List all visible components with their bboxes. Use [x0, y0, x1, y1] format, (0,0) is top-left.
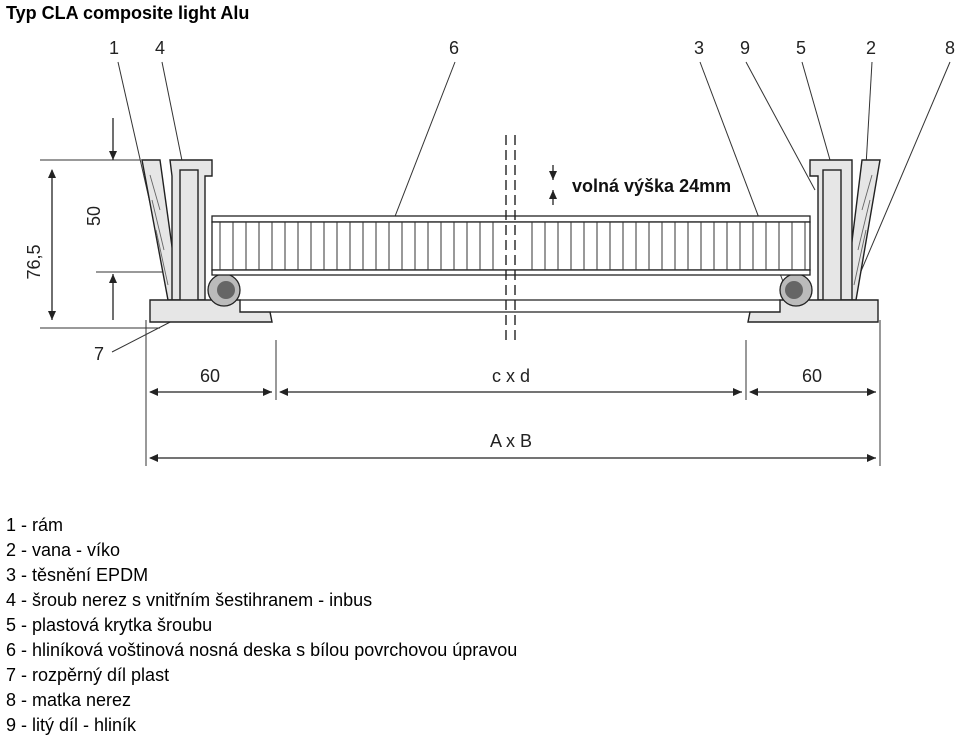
legend-item: 6 - hliníková voštinová nosná deska s bí… [6, 640, 518, 660]
legend-item: 1 - rám [6, 515, 64, 535]
callout-7: 7 [94, 344, 104, 364]
legend-item: 8 - matka nerez [6, 690, 132, 710]
legend-item: 4 - šroub nerez s vnitřním šestihranem -… [6, 590, 373, 610]
frame-right [747, 159, 881, 323]
cross-section-drawing: 1 4 6 3 9 5 2 8 7 76,5 50 [24, 38, 955, 466]
dim-height-total: 76,5 [24, 244, 44, 279]
callout-3: 3 [694, 38, 704, 58]
dim-height-inner: 50 [84, 206, 104, 226]
center-break [505, 135, 516, 340]
dim-side-right: 60 [802, 366, 822, 386]
legend-list: 1 - rám 2 - vana - víko 3 - těsnění EPDM… [6, 513, 517, 738]
legend-item: 7 - rozpěrný díl plast [6, 665, 170, 685]
dim-overall: A x B [490, 431, 532, 451]
legend-item: 5 - plastová krytka šroubu [6, 615, 213, 635]
page-title: Typ CLA composite light Alu [6, 3, 250, 23]
legend-item: 3 - těsnění EPDM [6, 565, 149, 585]
callout-5: 5 [796, 38, 806, 58]
callout-9: 9 [740, 38, 750, 58]
callout-1: 1 [109, 38, 119, 58]
legend-item: 2 - vana - víko [6, 540, 121, 560]
dim-clear-opening: c x d [492, 366, 530, 386]
legend-item: 9 - litý díl - hliník [6, 715, 137, 735]
callout-4: 4 [155, 38, 165, 58]
free-height-label: volná výška 24mm [572, 176, 731, 196]
callout-2: 2 [866, 38, 876, 58]
dim-side-left: 60 [200, 366, 220, 386]
callout-6: 6 [449, 38, 459, 58]
honeycomb-panel [211, 215, 811, 313]
frame-left [141, 159, 273, 323]
callout-8: 8 [945, 38, 955, 58]
